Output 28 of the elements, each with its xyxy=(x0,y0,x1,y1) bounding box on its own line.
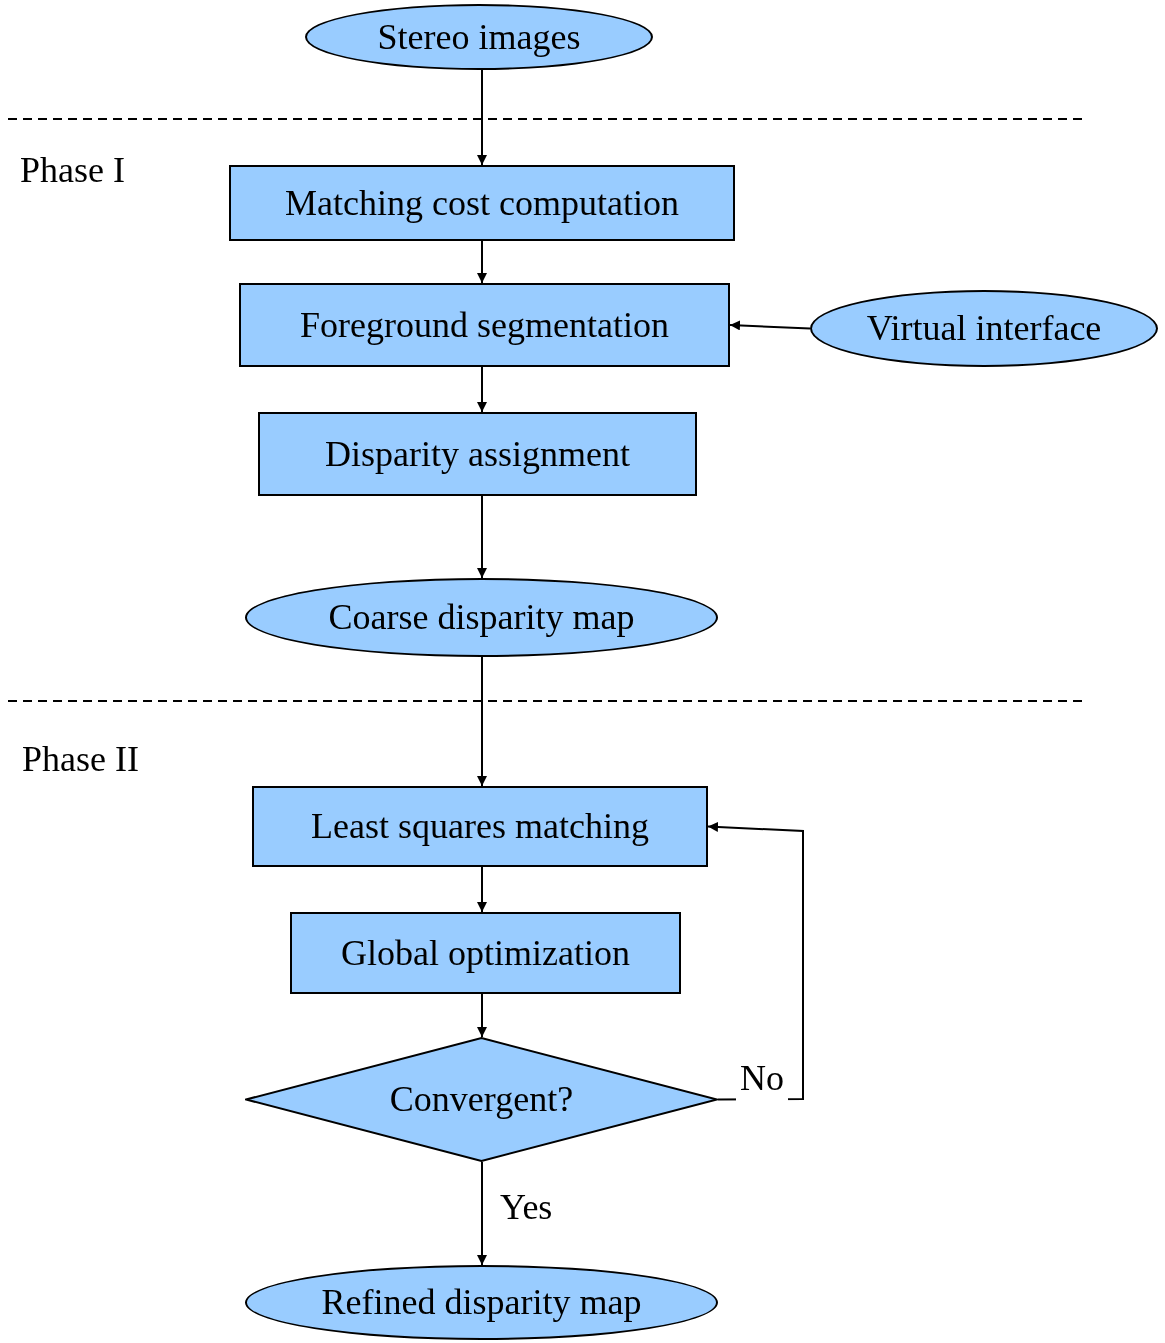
arrow xyxy=(729,320,811,331)
node-label: Coarse disparity map xyxy=(328,596,635,639)
decision-diamond xyxy=(245,1037,718,1162)
node-label: Refined disparity map xyxy=(321,1281,642,1324)
node-label: Least squares matching xyxy=(311,805,649,848)
arrow xyxy=(477,240,487,284)
process-box xyxy=(258,412,697,496)
node-label: Foreground segmentation xyxy=(300,303,669,347)
arrow xyxy=(477,656,487,787)
phase-label: Phase I xyxy=(20,149,125,192)
arrow xyxy=(477,993,487,1038)
arrow xyxy=(477,69,487,166)
process-box xyxy=(290,912,681,994)
arrow xyxy=(477,495,487,579)
node-label: Global optimization xyxy=(341,931,630,975)
node-label: Stereo images xyxy=(377,15,581,59)
arrow xyxy=(477,366,487,413)
phase-label: Phase II xyxy=(22,738,139,781)
process-box xyxy=(252,786,708,867)
arrow xyxy=(477,866,487,913)
node-label: Convergent? xyxy=(389,1078,574,1121)
process-box xyxy=(229,165,735,241)
arrow xyxy=(707,822,804,1101)
process-box xyxy=(239,283,730,367)
node-label: Matching cost computation xyxy=(285,181,679,225)
node-label: Virtual interface xyxy=(866,307,1102,350)
node-label: Disparity assignment xyxy=(325,432,630,476)
arrow xyxy=(477,1161,487,1266)
